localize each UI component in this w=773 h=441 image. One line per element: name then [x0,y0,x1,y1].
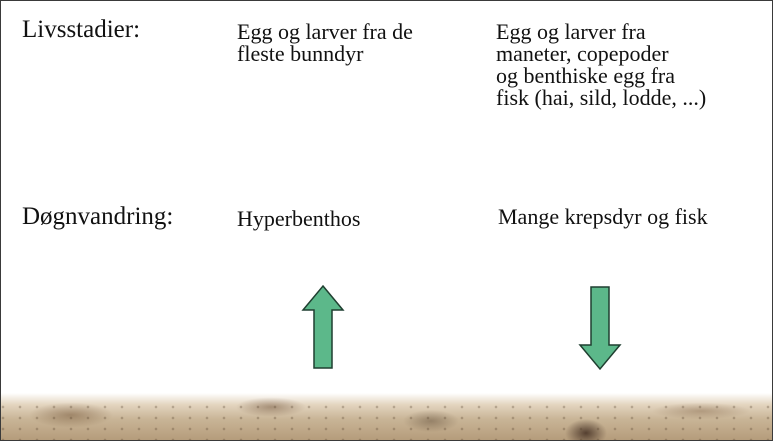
diel-migration-label: Døgnvandring: [22,204,173,230]
diel-migration-down-text: Mange krepsdyr og fisk [498,206,708,228]
diel-migration-up-text: Hyperbenthos [237,208,360,230]
arrow-down-icon [578,285,622,371]
life-stages-up-text: Egg og larver fra de fleste bunndyr [237,21,413,65]
arrow-up-icon [301,284,345,370]
life-stages-down-text: Egg og larver fra maneter, copepoder og … [496,21,706,109]
life-stages-label: Livsstadier: [22,17,140,43]
seabed-texture [1,405,772,440]
